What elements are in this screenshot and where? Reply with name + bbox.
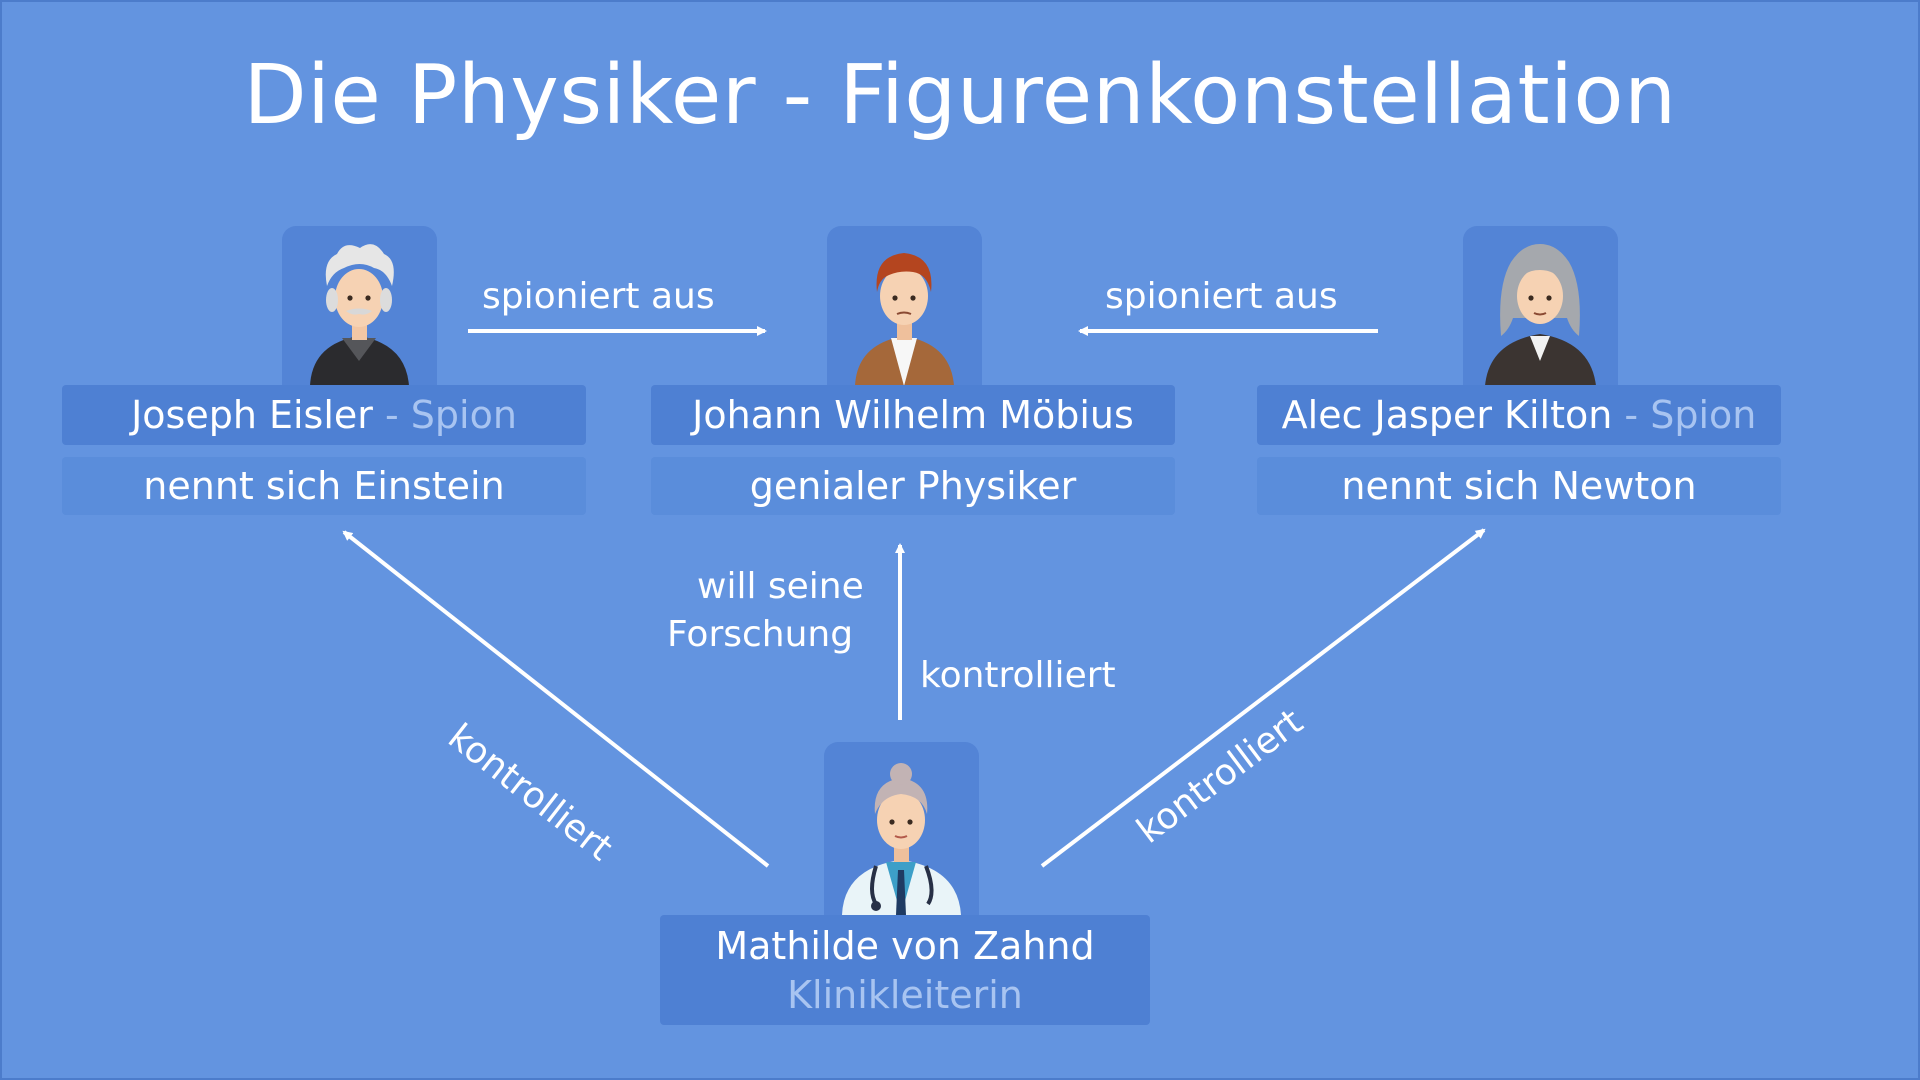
kilton-name: Alec Jasper Kilton (1281, 393, 1613, 437)
einstein-avatar-icon (310, 244, 409, 386)
kilton-portrait (1463, 226, 1618, 386)
label-will-seine: will seine (697, 566, 864, 607)
moebius-name: Johann Wilhelm Möbius (692, 393, 1134, 437)
kilton-alias: nennt sich Newton (1341, 464, 1697, 508)
moebius-alias: genialer Physiker (749, 464, 1077, 508)
eisler-alias-box: nennt sich Einstein (62, 457, 586, 515)
zahnd-role: Klinikleiterin (787, 973, 1023, 1017)
kilton-role: Spion (1650, 393, 1757, 437)
doctor-avatar-icon (842, 763, 961, 915)
arrow-zahnd-to-eisler (342, 530, 770, 868)
eisler-portrait (282, 226, 437, 386)
kilton-separator: - (1612, 393, 1651, 437)
page-title: Die Physiker - Figurenkonstellation (243, 48, 1677, 143)
moebius-alias-box: genialer Physiker (651, 457, 1175, 515)
eisler-name-box: Joseph Eisler - Spion (62, 385, 586, 445)
moebius-name-box: Johann Wilhelm Möbius (651, 385, 1175, 445)
newton-avatar-icon (1485, 244, 1596, 386)
zahnd-name-box: Mathilde von Zahnd Klinikleiterin (660, 915, 1150, 1025)
zahnd-portrait (824, 742, 979, 915)
label-zahnd-kontrolliert-moebius: kontrolliert (920, 655, 1116, 696)
moebius-avatar-icon (855, 253, 954, 386)
eisler-role: Spion (410, 393, 517, 437)
eisler-name: Joseph Eisler (131, 393, 373, 437)
label-kilton-spioniert: spioniert aus (1105, 276, 1338, 317)
label-eisler-spioniert: spioniert aus (482, 276, 715, 317)
zahnd-name: Mathilde von Zahnd (715, 924, 1095, 968)
kilton-alias-box: nennt sich Newton (1257, 457, 1781, 515)
kilton-name-box: Alec Jasper Kilton - Spion (1257, 385, 1781, 445)
label-forschung: Forschung (667, 614, 854, 655)
eisler-alias: nennt sich Einstein (143, 464, 505, 508)
arrow-zahnd-to-kilton (1040, 528, 1486, 868)
eisler-separator: - (372, 393, 411, 437)
moebius-portrait (827, 226, 982, 386)
